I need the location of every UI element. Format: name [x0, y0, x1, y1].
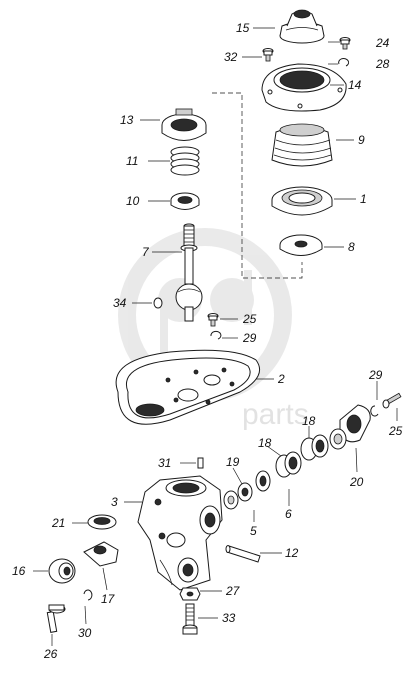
- part-5-washer: [223, 490, 239, 510]
- callout-29-right: 29: [368, 368, 383, 382]
- callout-8: 8: [348, 240, 355, 254]
- callout-14: 14: [348, 78, 362, 92]
- part-20-flange: [329, 404, 371, 450]
- callout-26: 26: [43, 647, 58, 661]
- part-2-tray: [115, 349, 260, 425]
- part-27-nut: [179, 587, 201, 601]
- callout-13: 13: [120, 113, 134, 127]
- part-12-pin: [225, 545, 261, 563]
- part-16-knob: [48, 558, 76, 584]
- callout-19: 19: [226, 455, 240, 469]
- part-29-clip-upper: [210, 330, 222, 340]
- callout-25-upper: 25: [242, 312, 257, 326]
- callout-9: 9: [358, 133, 365, 147]
- leader-lines: [33, 27, 398, 646]
- callout-1: 1: [360, 192, 367, 206]
- callout-18-upper: 18: [302, 414, 316, 428]
- callout-18-lower: 18: [258, 436, 272, 450]
- part-13-ring: [161, 108, 207, 141]
- part-6-washer: [255, 470, 271, 492]
- part-25-screw-right: [382, 392, 402, 409]
- callout-3: 3: [111, 495, 118, 509]
- part-8-washer: [279, 234, 323, 256]
- callout-11: 11: [126, 154, 138, 168]
- part-11-spring: [170, 146, 200, 176]
- callout-32: 32: [224, 50, 238, 64]
- callout-28: 28: [375, 57, 390, 71]
- callout-7: 7: [142, 245, 150, 259]
- callout-31: 31: [158, 456, 171, 470]
- part-33-bolt: [182, 603, 198, 635]
- part-34-pin: [153, 297, 163, 309]
- callout-16: 16: [12, 564, 26, 578]
- callout-27: 27: [225, 584, 241, 598]
- callout-30: 30: [78, 626, 92, 640]
- part-3-housing: [137, 475, 223, 591]
- part-10-washer: [170, 192, 200, 210]
- watermark-text: parts: [242, 398, 309, 431]
- callout-20: 20: [349, 475, 364, 489]
- part-25-screw-upper: [207, 313, 219, 327]
- part-7-shaft: [175, 223, 203, 322]
- part-30-clip: [83, 589, 93, 601]
- part-19-washer: [237, 482, 253, 502]
- callout-24: 24: [375, 36, 390, 50]
- part-17-lever: [83, 541, 119, 567]
- part-24-screw: [339, 37, 351, 50]
- callout-33: 33: [222, 611, 236, 625]
- part-1-seat: [271, 186, 333, 216]
- callout-5: 5: [250, 524, 257, 538]
- part-18-bush-upper: [300, 434, 329, 461]
- assembly-connector-dashed: [212, 92, 303, 279]
- callout-21: 21: [51, 516, 65, 530]
- callout-29-upper: 29: [242, 331, 257, 345]
- callout-6: 6: [285, 507, 292, 521]
- part-9-bellows: [271, 123, 333, 167]
- callout-10: 10: [126, 194, 140, 208]
- part-31-pin: [197, 457, 204, 469]
- callout-34: 34: [113, 296, 127, 310]
- part-14-plate: [261, 63, 347, 112]
- part-26-bolt: [46, 604, 66, 633]
- part-21-washer: [87, 514, 117, 530]
- part-18-bush-lower: [275, 451, 302, 478]
- callout-12: 12: [285, 546, 299, 560]
- callout-17: 17: [101, 592, 116, 606]
- part-15-cap: [279, 9, 325, 44]
- part-28-clip: [338, 58, 350, 67]
- part-29-clip-right: [370, 405, 379, 417]
- callout-labels: 15 24 32 28 14 13 9 11 10 1 8 7 34 25 29…: [12, 21, 403, 661]
- callout-2: 2: [277, 372, 285, 386]
- part-32-screw: [262, 48, 274, 62]
- callout-25-right: 25: [388, 424, 403, 438]
- callout-15: 15: [236, 21, 250, 35]
